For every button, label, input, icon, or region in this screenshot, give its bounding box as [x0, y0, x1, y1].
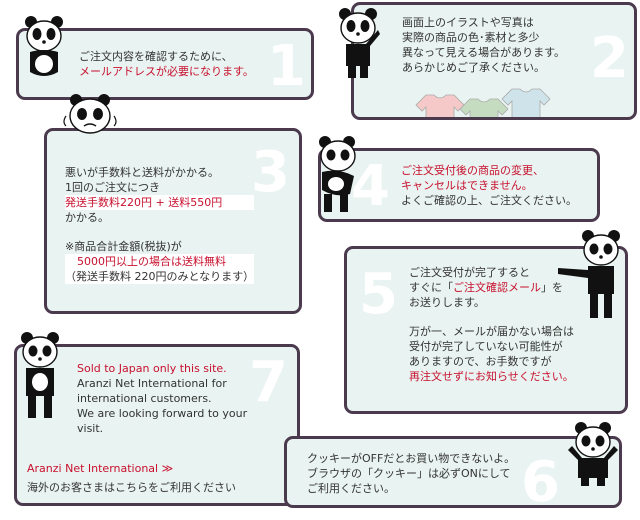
card6-line-1: クッキーがOFFだとお買い物できないよ。 — [307, 452, 516, 465]
card-color-disclaimer: 2 画面上のイラストや写真は 実際の商品の色･素材と多少 異なって見える場合があ… — [351, 2, 637, 120]
panda-mascot-4 — [314, 132, 362, 216]
card2-line-3: 異なって見える場合があります。 — [402, 46, 566, 59]
card5-line-2a: すぐに「 — [409, 281, 453, 294]
card3-line-4: かかる。 — [65, 211, 109, 224]
card2-line-4: あらかじめご了承ください。 — [402, 61, 545, 74]
card-number-5: 5 — [359, 262, 398, 327]
card5-line-3: お送りします。 — [409, 296, 485, 309]
card-email-required: 1 ご注文内容を確認するために、 メールアドレスが必要になります。 — [16, 28, 314, 100]
card5-line-6: 受付が完了していない可能性が — [409, 340, 563, 353]
card-number-6: 6 — [521, 450, 560, 508]
card5-email-highlight: ご注文確認メール — [453, 281, 541, 294]
panda-mascot-1 — [22, 14, 66, 84]
panda-mascot-3 — [62, 92, 118, 142]
card7-line-4: We are looking forward to your — [77, 407, 248, 420]
panda-mascot-6 — [18, 330, 62, 422]
panda-icon — [339, 8, 380, 78]
card-fees-shipping: 3 悪いが手数料と送料がかかる。 1回のご注文につき 発送手数料220円 + 送… — [44, 128, 302, 314]
card-number-7: 7 — [249, 350, 288, 415]
panda-icon — [568, 422, 618, 486]
card7-footer: 海外のお客さまはこちらをご利用ください — [27, 481, 236, 494]
card-number-1: 1 — [267, 34, 306, 99]
panda-icon — [21, 332, 59, 418]
card3-note-1: ※商品合計金額(税抜)が — [65, 240, 182, 253]
card7-line-5: visit. — [77, 422, 104, 435]
card5-line-1: ご注文受付が完了すると — [409, 266, 530, 279]
card7-line-1: Sold to Japan only this site. — [77, 362, 227, 375]
card6-line-3: ご利用ください。 — [307, 482, 395, 495]
panda-mascot-5 — [558, 228, 628, 322]
card3-note-2: 5000円以上の場合は送料無料 — [65, 254, 255, 269]
card-number-2: 2 — [590, 26, 629, 91]
card-number-3: 3 — [251, 140, 290, 205]
card-no-cancellation: 4 ご注文受付後の商品の変更、 キャンセルはできません。 よくご確認の上、ご注文… — [318, 148, 600, 222]
card3-line-1: 悪いが手数料と送料がかかる。 — [65, 166, 219, 179]
tshirt-icons — [415, 88, 551, 117]
card-cookies: 6 クッキーがOFFだとお買い物できないよ。 ブラウザの「クッキー」は必ずONに… — [284, 436, 622, 508]
panda-mascot-2 — [336, 6, 380, 80]
card7-line-3: international customers. — [77, 392, 212, 405]
card2-line-1: 画面上のイラストや写真は — [402, 16, 534, 29]
panda-icon — [558, 230, 620, 318]
card5-line-7: ありますので、お手数ですが — [409, 355, 552, 368]
card7-line-2: Aranzi Net International for — [77, 377, 227, 390]
card2-line-2: 実際の商品の色･素材と多少 — [402, 31, 540, 44]
card6-line-2: ブラウザの「クッキー」は必ずONにして — [307, 467, 511, 480]
card4-line-1: ご注文受付後の商品の変更、 — [401, 164, 544, 177]
card3-fee-line: 発送手数料220円 + 送料550円 — [65, 195, 255, 210]
panda-mascot-7 — [568, 420, 618, 488]
panda-icon — [319, 136, 356, 212]
card3-line-2: 1回のご注文につき — [65, 181, 160, 194]
panda-icon — [63, 94, 117, 134]
panda-icon — [25, 16, 63, 76]
card-international: 7 Sold to Japan only this site. Aranzi N… — [14, 344, 300, 506]
card5-line-5: 万が一、メールが届かない場合は — [409, 325, 574, 338]
card4-line-2: キャンセルはできません。 — [401, 179, 533, 192]
card5-line-2c: 」を — [541, 281, 563, 294]
card1-line-2: メールアドレスが必要になります。 — [79, 65, 254, 78]
card-number-4: 4 — [351, 154, 390, 219]
aranzi-international-link[interactable]: Aranzi Net International ≫ — [27, 462, 174, 475]
tshirt-illustrations — [414, 85, 554, 117]
card5-line-8: 再注文せずにお知らせください。 — [409, 370, 574, 383]
card1-line-1: ご注文内容を確認するために、 — [79, 50, 233, 63]
card3-note-3: （発送手数料 220円のみとなります） — [65, 269, 255, 284]
card4-line-3: よくご確認の上、ご注文ください。 — [401, 194, 577, 207]
